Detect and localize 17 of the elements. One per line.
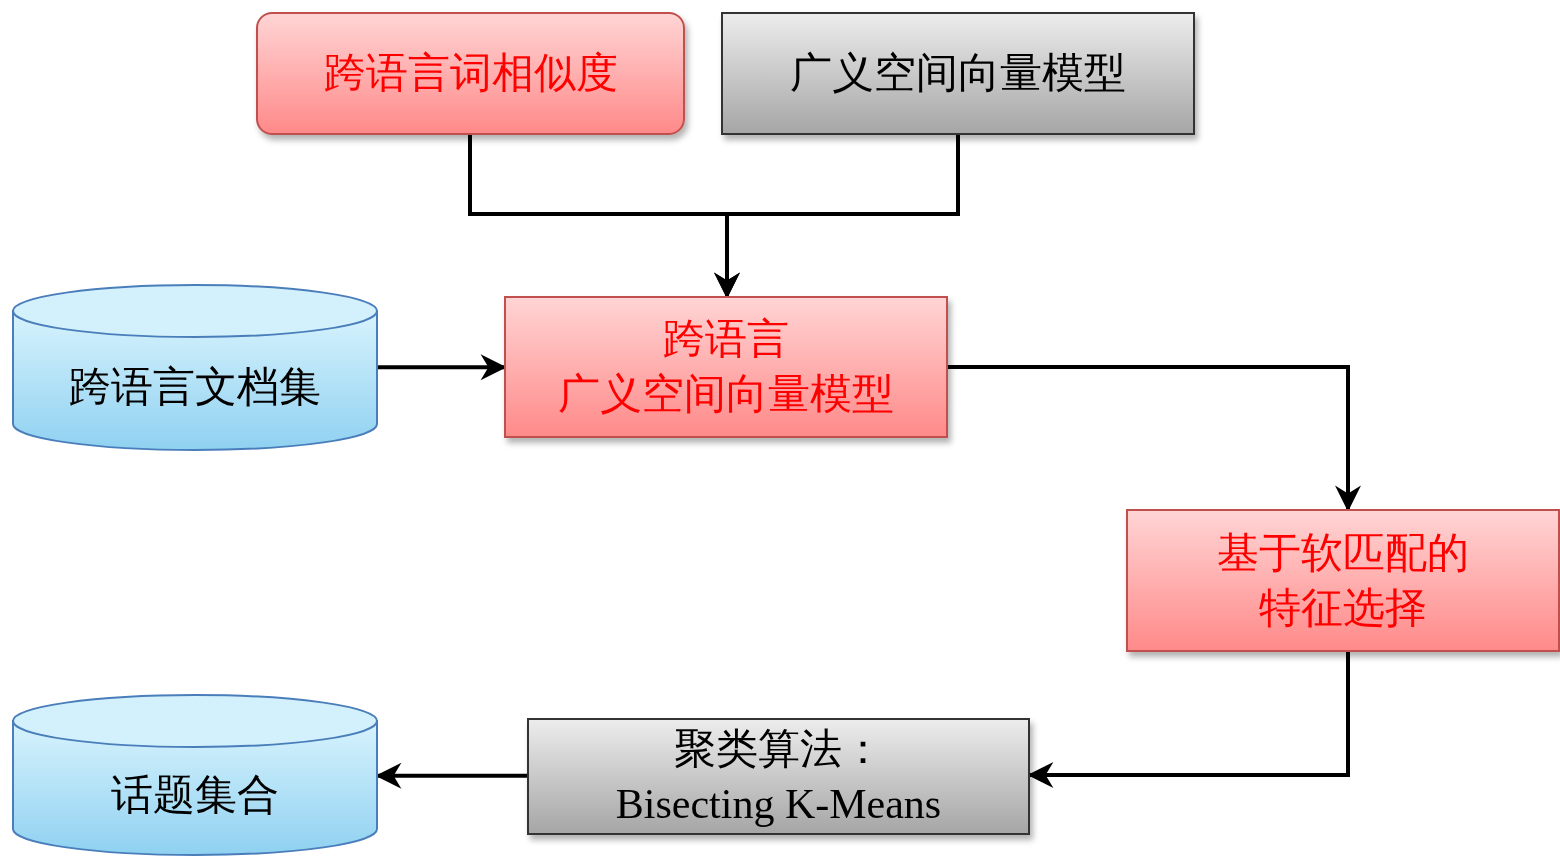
node-label: 广义空间向量模型: [558, 368, 894, 420]
arrow: [948, 365, 1361, 512]
node-label: 跨语言: [663, 313, 789, 366]
node-label: 广义空间向量模型: [790, 47, 1126, 100]
node-label: 话题集合: [111, 768, 279, 821]
node-label: 基于软匹配的特征选择: [1216, 526, 1470, 634]
database-cylinder: [12, 695, 378, 855]
database-cylinder: [12, 285, 378, 450]
node-label: 跨语言文档集: [69, 361, 321, 414]
process-box: [504, 296, 948, 438]
node-label: 跨语言词相似度: [323, 47, 618, 100]
process-box: [1126, 509, 1560, 652]
process-box: [527, 718, 1030, 835]
process-box: [721, 12, 1195, 135]
node-label: 聚类算法：: [673, 722, 884, 775]
node-label: Bisecting K-Means: [615, 779, 942, 829]
process-box: [256, 12, 685, 135]
